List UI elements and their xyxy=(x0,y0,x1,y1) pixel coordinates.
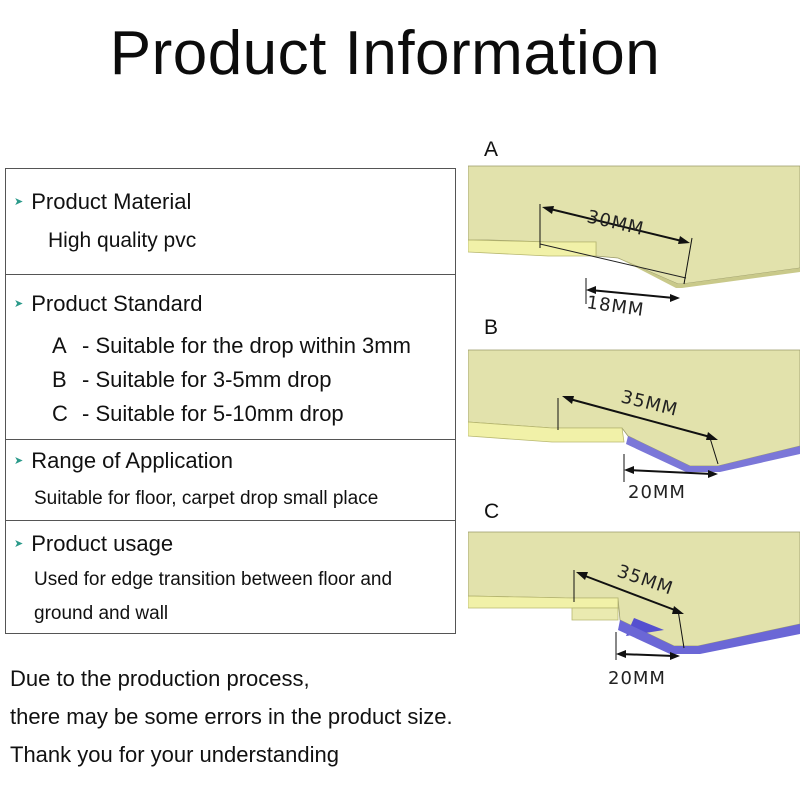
standard-text-a: - Suitable for the drop within 3mm xyxy=(82,333,411,358)
profile-b-underside xyxy=(626,436,800,472)
figure-c-label: C xyxy=(484,500,500,523)
dim-line xyxy=(545,207,687,243)
standard-text-b: - Suitable for 3-5mm drop xyxy=(82,367,332,392)
dim-line xyxy=(579,573,681,613)
arrow-bullet-icon: ➤ xyxy=(14,537,24,550)
arrow-bullet-icon: ➤ xyxy=(14,297,24,310)
standard-text-c: - Suitable for 5-10mm drop xyxy=(82,401,344,426)
arrow-head-icon xyxy=(616,650,626,658)
usage-heading-label: Product usage xyxy=(31,531,174,556)
usage-value-line1: Used for edge transition between floor a… xyxy=(34,569,393,590)
dim-tick xyxy=(677,609,685,649)
standard-letter-c: C xyxy=(52,401,68,426)
dim-c-bottom: 20MM xyxy=(608,668,666,689)
standard-item-c: C - Suitable for 5-10mm drop xyxy=(52,401,344,427)
arrow-head-icon xyxy=(670,652,680,660)
figure-b-label: B xyxy=(484,316,499,339)
note-line: Thank you for your understanding xyxy=(10,742,339,767)
dim-b-bottom: 20MM xyxy=(628,482,686,503)
profile-a-top xyxy=(468,165,800,285)
application-heading-label: Range of Application xyxy=(31,448,234,473)
standard-heading: ➤ Product Standard xyxy=(14,291,202,317)
profile-c-base xyxy=(468,595,619,609)
standard-heading-label: Product Standard xyxy=(31,291,203,316)
profile-c-underside xyxy=(618,620,800,654)
dim-a-bottom: 18MM xyxy=(585,292,645,321)
spec-table: ➤ Product Material High quality pvc ➤ Prod… xyxy=(5,168,456,634)
profile-a-edge xyxy=(618,258,800,288)
arrow-head-icon xyxy=(708,470,718,478)
dim-tick xyxy=(709,437,719,465)
profile-c-step xyxy=(571,607,619,621)
arrow-head-icon xyxy=(542,206,554,214)
standard-item-a: A - Suitable for the drop within 3mm xyxy=(52,333,411,359)
arrow-head-icon xyxy=(670,294,680,302)
profile-a-diagram: 30MM 18MM xyxy=(468,165,800,321)
dim-tick xyxy=(683,237,693,285)
figure-c: 35MM 20MM xyxy=(468,528,800,700)
arrow-head-icon xyxy=(586,286,596,294)
production-notes: Due to the production process, there may… xyxy=(10,660,453,774)
profile-c-diagram: 35MM 20MM xyxy=(468,531,800,689)
profile-b-diagram: 35MM 20MM xyxy=(468,349,800,503)
arrow-head-icon xyxy=(624,466,634,474)
dim-line xyxy=(589,289,675,299)
arrow-head-icon xyxy=(562,396,574,404)
profile-a-edge-line xyxy=(539,243,687,279)
application-heading: ➤ Range of Application xyxy=(14,448,233,474)
standard-letter-b: B xyxy=(52,367,67,392)
figure-a-label: A xyxy=(484,138,499,161)
arrow-bullet-icon: ➤ xyxy=(14,195,24,208)
standard-item-b: B - Suitable for 3-5mm drop xyxy=(52,367,331,393)
material-heading: ➤ Product Material xyxy=(14,189,191,215)
material-heading-label: Product Material xyxy=(31,189,192,214)
note-line: Due to the production process, xyxy=(10,666,310,691)
usage-value-line2: ground and wall xyxy=(34,603,169,624)
arrow-head-icon xyxy=(706,432,718,440)
dim-line xyxy=(565,397,715,439)
application-value: Suitable for floor, carpet drop small pl… xyxy=(34,488,379,509)
dim-line xyxy=(619,653,675,657)
profile-b-base xyxy=(468,421,625,443)
arrow-head-icon xyxy=(672,606,684,614)
row-usage: ➤ Product usage Used for edge transition … xyxy=(6,520,455,634)
figure-b: 35MM 20MM xyxy=(468,346,800,506)
note-line: there may be some errors in the product … xyxy=(10,704,453,729)
usage-heading: ➤ Product usage xyxy=(14,531,173,557)
arrow-head-icon xyxy=(678,236,690,244)
row-application: ➤ Range of Application Suitable for floor… xyxy=(6,439,455,520)
dim-line xyxy=(627,469,713,475)
row-standard: ➤ Product Standard A - Suitable for the dr… xyxy=(6,274,455,439)
material-value: High quality pvc xyxy=(48,229,197,252)
row-material: ➤ Product Material High quality pvc xyxy=(6,169,455,274)
arrow-bullet-icon: ➤ xyxy=(14,454,24,467)
arrow-head-icon xyxy=(576,572,588,580)
page-title: Product Information xyxy=(109,19,661,88)
profile-a-base xyxy=(468,239,597,257)
figure-a: 30MM 18MM xyxy=(468,160,800,325)
standard-letter-a: A xyxy=(52,333,67,358)
